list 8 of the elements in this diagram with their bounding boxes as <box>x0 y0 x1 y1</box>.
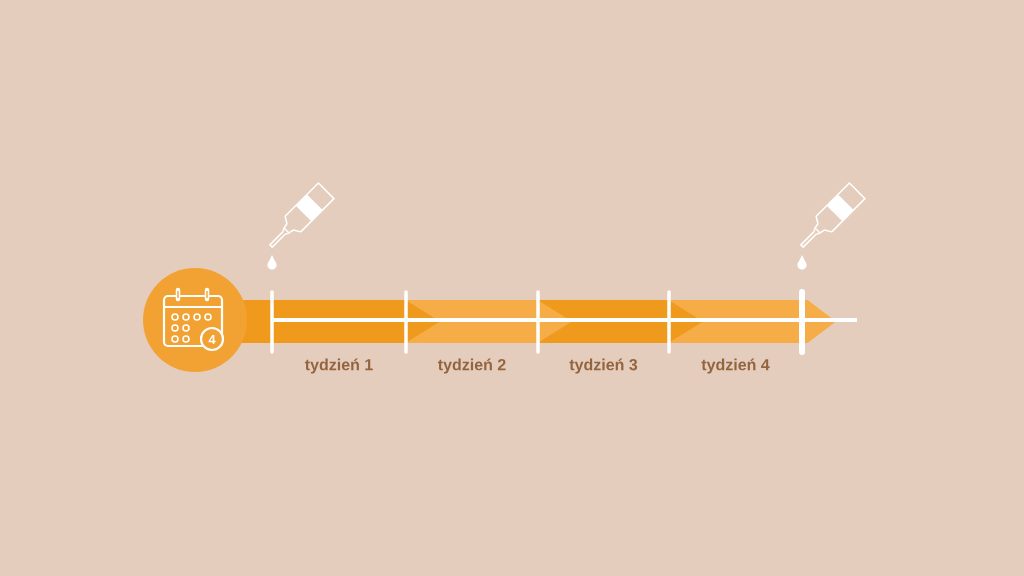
week-label: tydzień 3 <box>569 358 638 374</box>
week-label: tydzień 2 <box>437 358 506 374</box>
week-label: tydzień 4 <box>701 358 770 374</box>
chevron-tip <box>537 300 572 343</box>
chevron-tip <box>668 300 703 343</box>
chevron-tip <box>405 300 440 343</box>
week-label: tydzień 1 <box>304 358 373 374</box>
day-number: 4 <box>208 335 216 344</box>
